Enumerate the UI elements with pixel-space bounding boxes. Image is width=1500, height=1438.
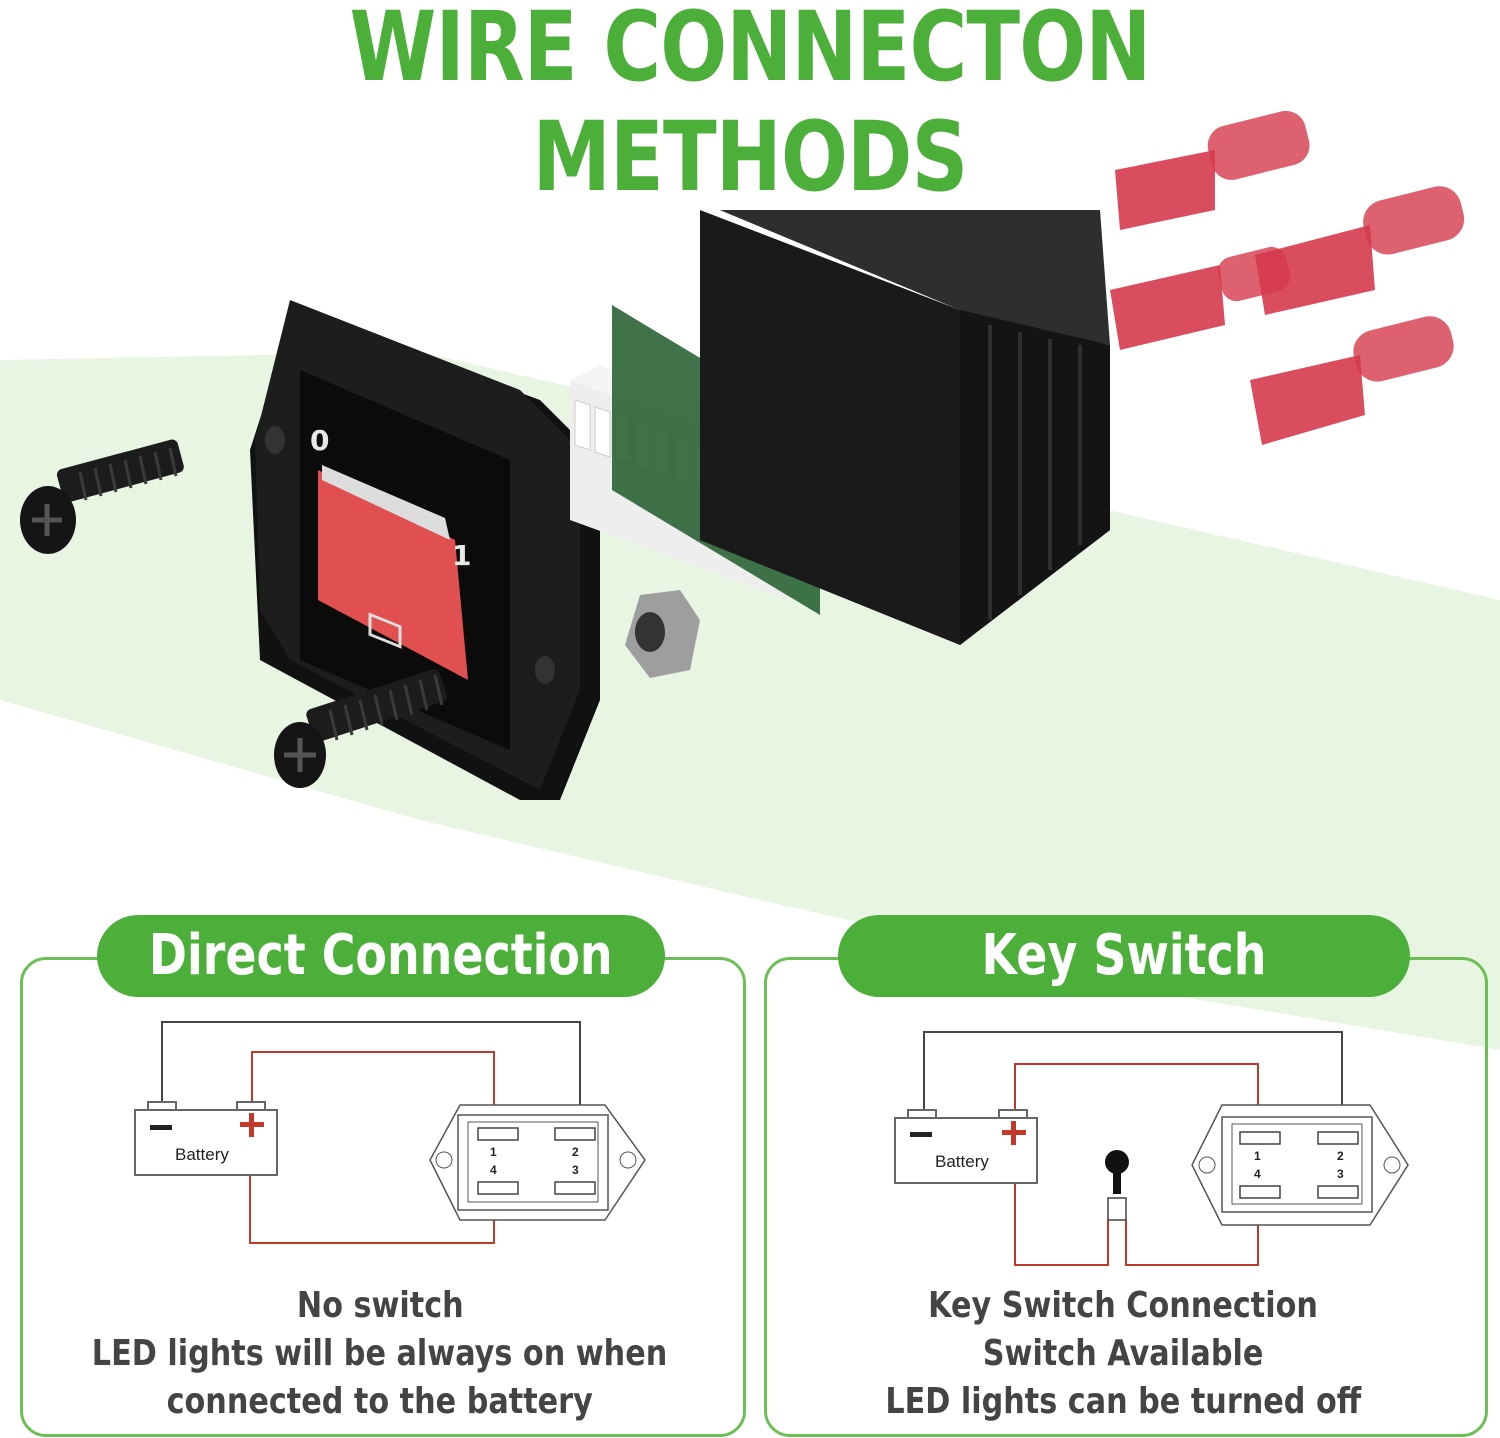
pin-label-2: 2: [1337, 1149, 1344, 1163]
gauge-scale-empty: 0: [310, 424, 329, 457]
caption-line-3: connected to the battery: [166, 1381, 594, 1422]
red-spade-terminals: [1110, 110, 1465, 445]
key-switch-wiring-diagram: Battery 1 2 4 3: [894, 1031, 1409, 1266]
direct-connection-heading: Direct Connection: [97, 915, 665, 997]
key-switch-connection-caption: Key Switch Connection Switch Available L…: [764, 1282, 1482, 1426]
gauge-housing: [700, 210, 1110, 645]
direct-connection-caption: No switch LED lights will be always on w…: [20, 1282, 740, 1426]
mounting-screw-bottom: [274, 669, 447, 788]
terminal-4: [1250, 316, 1454, 445]
terminal-3: [1255, 186, 1465, 315]
positive-terminal-icon: [1002, 1121, 1026, 1145]
battery-label: Battery: [935, 1152, 989, 1171]
pin-label-2: 2: [572, 1145, 579, 1159]
gauge-back-view: 1 2 4 3: [1191, 1104, 1409, 1226]
gauge-back-view: 1 2 4 3: [429, 1104, 646, 1221]
direct-wiring-diagram: Battery 1 2 4 3: [134, 1021, 646, 1244]
pin-label-4: 4: [490, 1163, 497, 1177]
battery: Battery: [894, 1109, 1038, 1184]
terminal-1: [1115, 110, 1310, 230]
battery-label: Battery: [175, 1145, 229, 1164]
negative-terminal-icon: [910, 1132, 932, 1137]
caption-line-1: Key Switch Connection: [928, 1285, 1318, 1326]
key-switch-connection-heading: Key Switch Connection: [838, 915, 1410, 1070]
caption-line-3: LED lights can be turned off: [885, 1381, 1361, 1422]
battery: Battery: [134, 1101, 278, 1176]
pin-label-4: 4: [1254, 1167, 1261, 1181]
key-switch-icon: [1105, 1150, 1129, 1221]
pin-label-3: 3: [572, 1163, 579, 1177]
gauge-display: [318, 470, 468, 680]
product-illustration: 0 1: [20, 110, 1465, 800]
pin-label-1: 1: [1254, 1149, 1261, 1163]
battery-gauge-faceplate: 0 1: [250, 300, 600, 800]
gauge-scale-full: 1: [452, 539, 471, 572]
positive-terminal-icon: [240, 1113, 264, 1137]
hex-nut: [625, 590, 700, 678]
battery-symbol-icon: [368, 612, 402, 649]
negative-terminal-icon: [150, 1125, 172, 1130]
page-title: WIRE CONNECTON METHODS: [349, 0, 1152, 213]
mounting-screw-top: [20, 439, 184, 554]
pin-label-1: 1: [490, 1145, 497, 1159]
caption-line-1: No switch: [296, 1285, 464, 1326]
caption-line-2: LED lights will be always on when: [92, 1333, 668, 1374]
caption-line-2: Switch Available: [982, 1333, 1264, 1374]
pin-label-3: 3: [1337, 1167, 1344, 1181]
